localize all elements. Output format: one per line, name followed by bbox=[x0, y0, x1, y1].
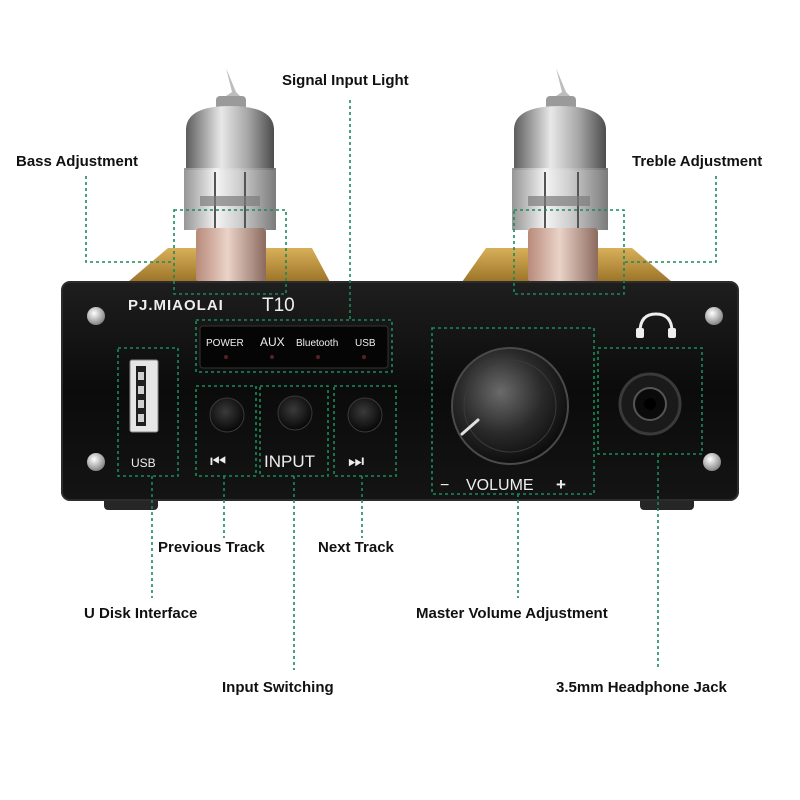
volume-indicator bbox=[460, 418, 480, 436]
input-button[interactable] bbox=[277, 395, 313, 431]
label-next-track: Next Track bbox=[318, 539, 394, 556]
vacuum-tube-left bbox=[184, 68, 276, 282]
label-previous-track: Previous Track bbox=[158, 539, 265, 556]
model-name: T10 bbox=[262, 295, 295, 316]
label-u-disk-interface: U Disk Interface bbox=[84, 605, 198, 622]
volume-label: VOLUME bbox=[466, 477, 534, 494]
next-track-icon: ⏭ bbox=[348, 451, 364, 471]
guide-lines bbox=[85, 100, 717, 670]
bluetooth-led bbox=[316, 355, 320, 359]
volume-knob[interactable] bbox=[451, 347, 569, 465]
label-signal-input-light: Signal Input Light bbox=[282, 72, 409, 89]
screw-bottom-right bbox=[703, 453, 721, 471]
label-bass-adjustment: Bass Adjustment bbox=[16, 153, 138, 170]
screw-top-right bbox=[705, 307, 723, 325]
input-label: INPUT bbox=[264, 452, 315, 471]
indicator-panel bbox=[199, 325, 389, 369]
indicator-bluetooth: Bluetooth bbox=[296, 338, 338, 349]
power-led bbox=[224, 355, 228, 359]
label-treble-adjustment: Treble Adjustment bbox=[632, 153, 763, 170]
aux-led bbox=[270, 355, 274, 359]
label-headphone-jack: 3.5mm Headphone Jack bbox=[556, 679, 727, 696]
previous-track-icon: ⏮ bbox=[210, 451, 226, 471]
next-track-button[interactable] bbox=[347, 397, 383, 433]
indicator-power: POWER bbox=[206, 338, 244, 349]
usb-led bbox=[362, 355, 366, 359]
label-master-volume: Master Volume Adjustment bbox=[416, 605, 608, 622]
brand-name: PJ.MIAOLAI bbox=[128, 297, 224, 314]
label-input-switching: Input Switching bbox=[222, 679, 334, 696]
vacuum-tube-right bbox=[512, 68, 608, 282]
indicator-aux: AUX bbox=[260, 335, 285, 349]
previous-track-button[interactable] bbox=[209, 397, 245, 433]
usb-label: USB bbox=[131, 456, 156, 470]
screw-top-left bbox=[87, 307, 105, 325]
headphone-icon bbox=[636, 312, 676, 338]
volume-plus: + bbox=[556, 475, 566, 494]
screw-bottom-left bbox=[87, 453, 105, 471]
volume-minus: − bbox=[440, 477, 449, 494]
indicator-usb: USB bbox=[355, 338, 376, 349]
